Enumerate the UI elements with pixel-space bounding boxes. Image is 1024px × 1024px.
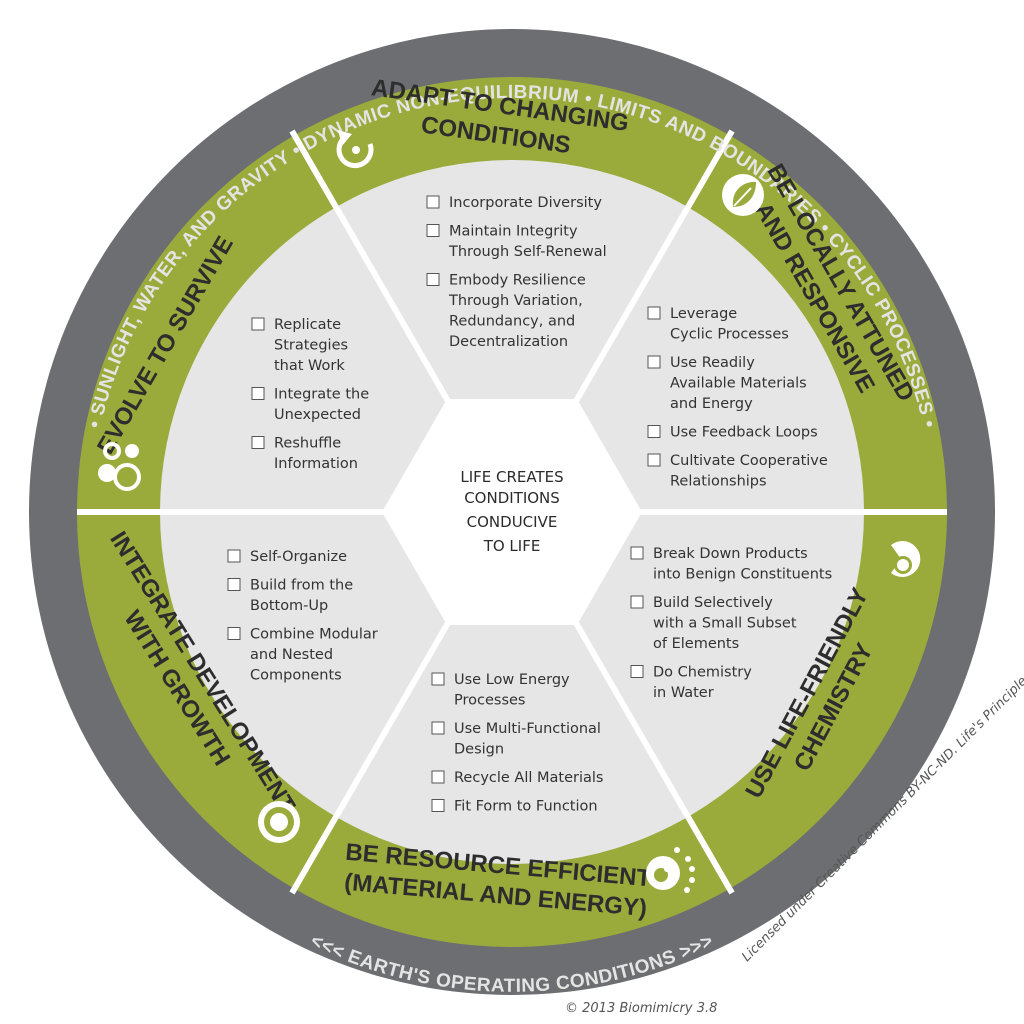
principle-item-line: Strategies — [274, 338, 348, 354]
checkbox-icon — [431, 721, 445, 735]
checkbox-icon — [426, 195, 440, 209]
principle-item-line: of Elements — [653, 636, 739, 652]
principle-item-line: Use Low Energy — [454, 672, 570, 688]
checkbox-icon — [426, 273, 440, 286]
checkbox-icon — [647, 355, 661, 369]
checkbox-icon — [630, 546, 644, 560]
principle-item-line: Redundancy, and — [449, 314, 575, 330]
principle-item-line: into Benign Constituents — [653, 567, 832, 583]
principle-item-line: Decentralization — [449, 334, 568, 350]
principle-item-line: that Work — [274, 358, 345, 374]
principle-item-line: Do Chemistry — [653, 665, 752, 681]
principle-item-line: Recycle All Materials — [454, 770, 603, 786]
checkbox-icon — [426, 224, 440, 237]
principle-item-line: Reshuffle — [274, 436, 341, 452]
checkbox-icon — [251, 317, 265, 331]
principle-item-line: Use Readily — [670, 355, 755, 371]
principle-item-line: Build from the — [250, 578, 353, 594]
principle-item-line: Use Multi-Functional — [454, 721, 601, 737]
copyright-note: © 2013 Biomimicry 3.8 — [565, 1001, 717, 1016]
principle-item-line: Integrate the — [274, 387, 369, 403]
principle-item-line: Maintain Integrity — [449, 224, 578, 240]
principle-item-line: Combine Modular — [250, 627, 378, 643]
principle-item-line: Self-Organize — [250, 549, 347, 565]
principle-item-line: and Nested — [250, 647, 333, 663]
principle-item-line: Build Selectively — [653, 595, 773, 611]
center-hexagon — [382, 399, 642, 625]
principle-item-line: Incorporate Diversity — [449, 195, 602, 211]
checkbox-icon — [227, 578, 241, 591]
principle-item-line: Unexpected — [274, 407, 361, 423]
principle-item-line: Processes — [454, 693, 525, 709]
principle-item-line: Components — [250, 668, 342, 684]
dots-circle-icon — [646, 847, 695, 893]
principle-item-line: in Water — [653, 685, 714, 701]
principle-item-line: Cultivate Cooperative — [670, 453, 828, 469]
principle-item-line: Cyclic Processes — [670, 327, 789, 343]
checkbox-icon — [647, 425, 661, 438]
leaf-icon — [722, 174, 764, 216]
checkbox-icon — [227, 549, 241, 563]
droplet-icon — [891, 541, 921, 577]
checkbox-icon — [431, 770, 445, 784]
principle-item-line: Through Variation, — [448, 293, 583, 309]
principle-item-line: with a Small Subset — [653, 616, 797, 632]
principle-item-line: Information — [274, 456, 358, 472]
principle-item-line: Fit Form to Function — [454, 799, 598, 815]
principle-item-line: Bottom-Up — [250, 598, 328, 614]
principle-item-line: Use Feedback Loops — [670, 425, 818, 441]
center-line: TO LIFE — [483, 537, 541, 555]
checkbox-icon — [647, 306, 661, 320]
principle-item-line: Replicate — [274, 317, 341, 333]
checklist-chemistry: Break Down Products into Benign Constitue… — [630, 546, 832, 701]
principle-item-line: Embody Resilience — [449, 273, 586, 289]
principle-item-line: and Energy — [670, 396, 753, 412]
checkbox-icon — [630, 595, 644, 609]
checkbox-icon — [251, 436, 265, 449]
checkbox-icon — [251, 387, 265, 400]
checkbox-icon — [647, 453, 661, 467]
checkbox-icon — [431, 799, 445, 812]
principle-item-line: Relationships — [670, 474, 767, 490]
principle-item-line: Break Down Products — [653, 546, 808, 562]
target-icon — [258, 801, 300, 843]
center-line: LIFE CREATES — [460, 468, 563, 486]
checkbox-icon — [431, 672, 445, 686]
principle-item-line: Through Self-Renewal — [448, 244, 607, 260]
principle-item-line: Available Materials — [670, 376, 807, 392]
bubbles-icon — [98, 442, 141, 491]
checkbox-icon — [630, 665, 644, 678]
principle-item-line: Design — [454, 742, 504, 758]
center-line: CONDUCIVE — [467, 513, 558, 531]
checkbox-icon — [227, 627, 241, 640]
center-label: LIFE CREATES CONDITIONS CONDUCIVE TO LIF… — [460, 468, 563, 555]
cycle-arrow-icon — [336, 130, 374, 169]
principle-item-line: Leverage — [670, 306, 737, 322]
center-line: CONDITIONS — [464, 489, 560, 507]
